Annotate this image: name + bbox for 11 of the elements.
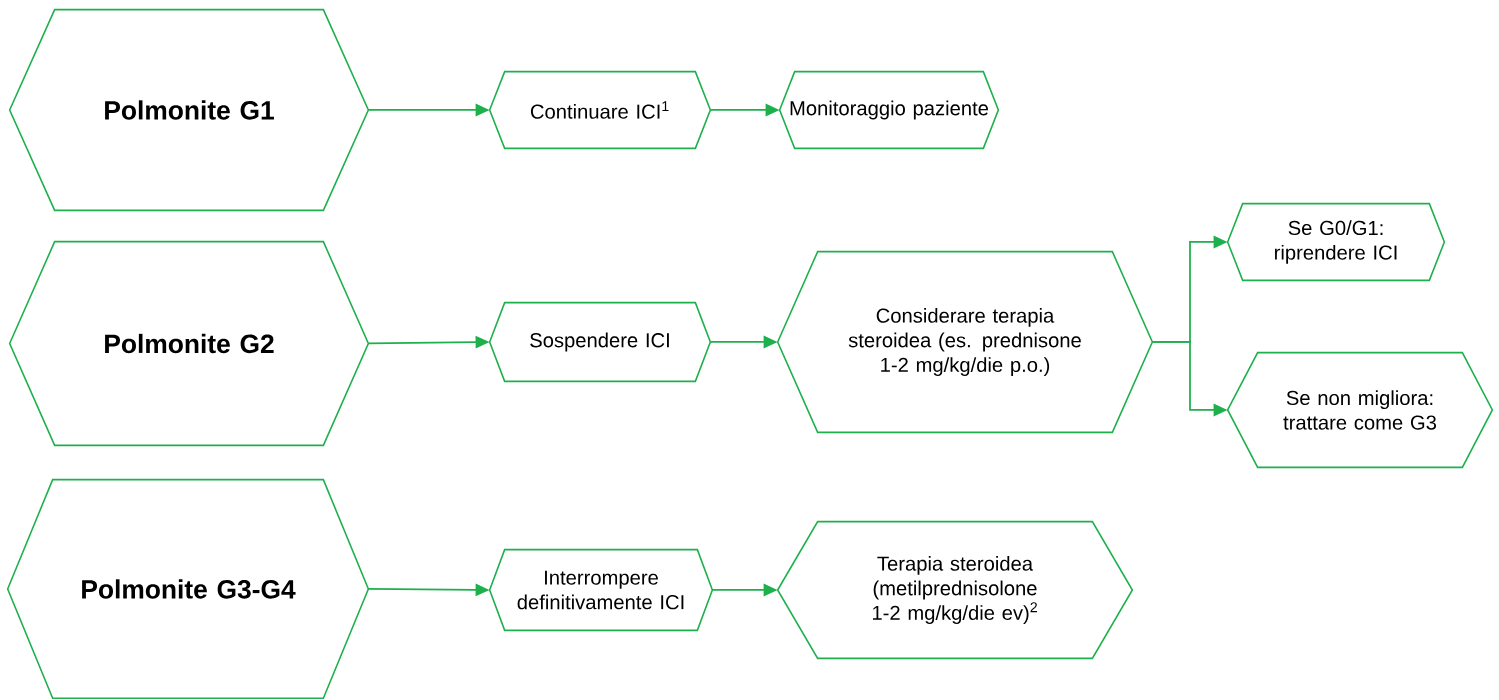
hexagon-box: Interrompere definitivamente ICI (488, 548, 714, 632)
hexagon-box: Considerare terapia steroidea (es. prednisone 1-2 mg/kg/die p.o.) (776, 250, 1154, 434)
hexagon-box: Se non migliora: trattare come G3 (1226, 351, 1494, 469)
hexagon-box: Polmonite G1 (8, 8, 370, 212)
hexagon-box: Terapia steroidea (metilprednisolone 1-2 mg/kg/die ev)$^{2}$ (776, 520, 1134, 660)
hexagon-box: Se G0/G1: riprendere ICI (1226, 202, 1446, 282)
hexagon-box: Monitoraggio paziente (778, 70, 1000, 150)
hexagon-box: Polmonite G3-G4 (6, 478, 370, 700)
hexagon-box: Polmonite G2 (8, 240, 370, 447)
hexagon-box: Sospendere ICI (488, 301, 712, 383)
hexagon-box: Continuare ICI$^{1}$ (488, 70, 712, 150)
